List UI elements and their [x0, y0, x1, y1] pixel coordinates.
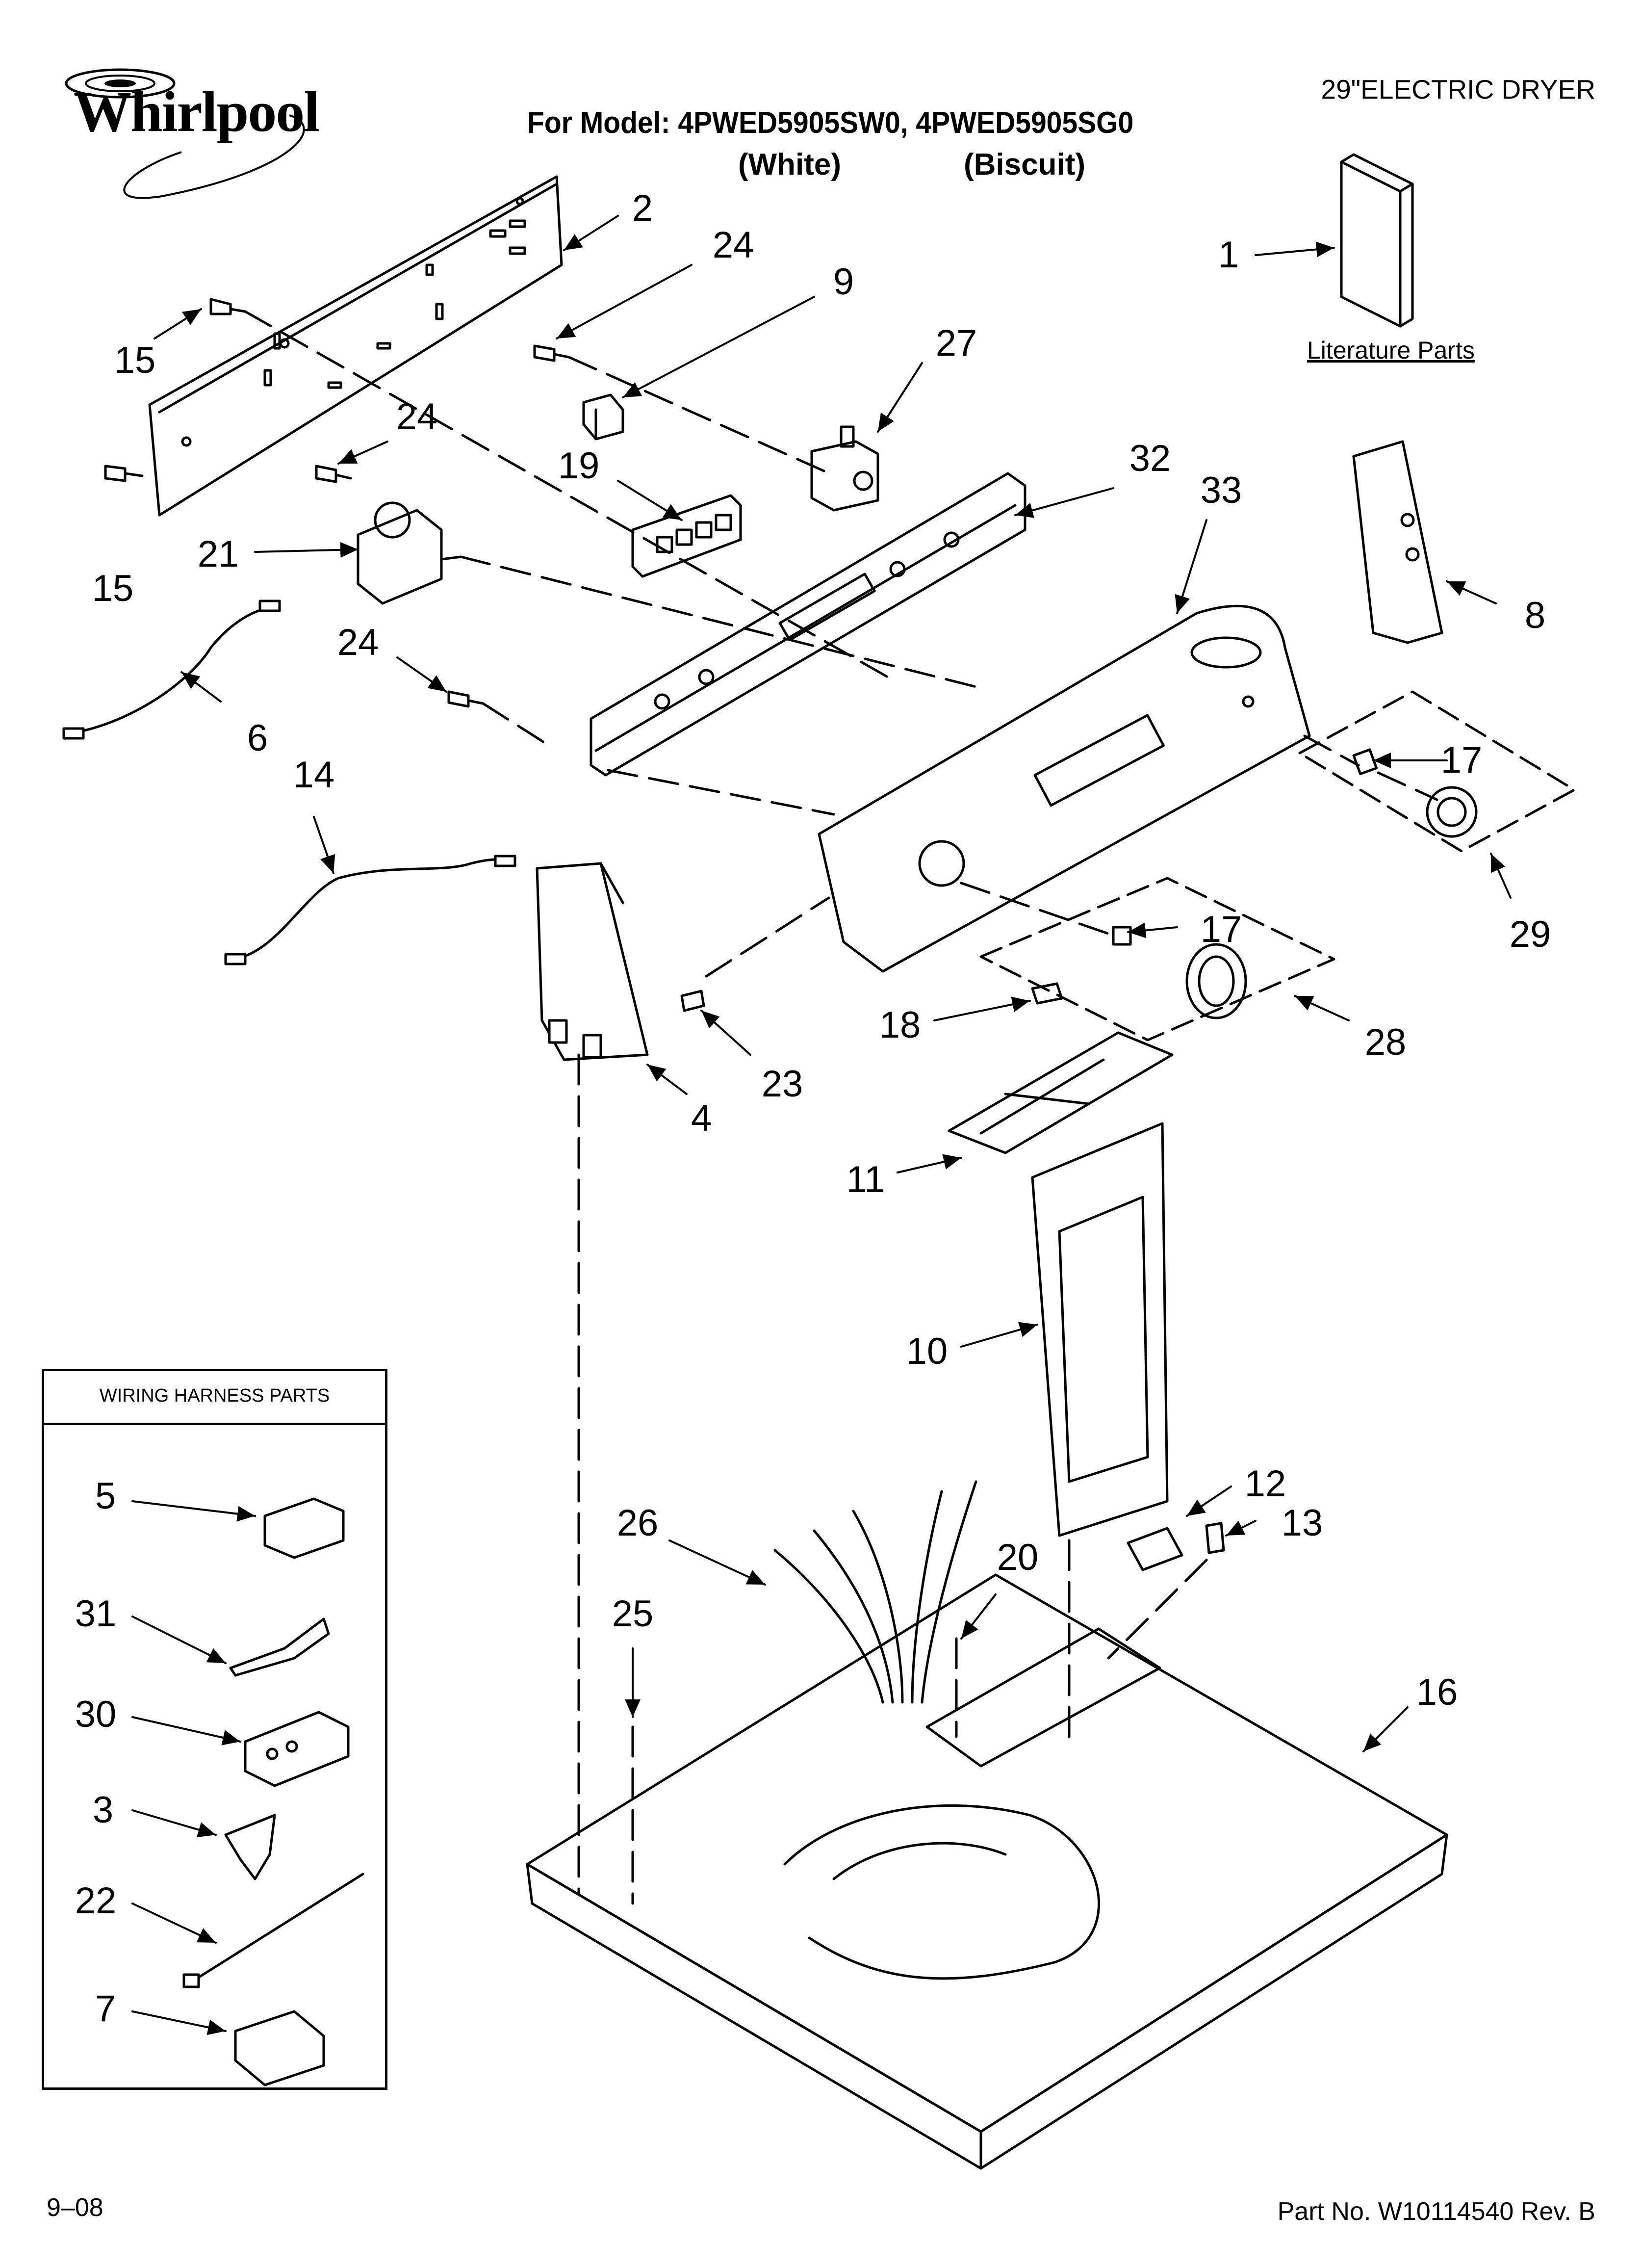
- callout-16: 16: [1416, 1671, 1458, 1713]
- harness-part-31: [229, 1617, 330, 1677]
- main-harness-26: [773, 1480, 1100, 1980]
- lint-duct-10: [1031, 1122, 1169, 1537]
- callout-leaders: [131, 215, 1512, 2035]
- callout-3: 3: [92, 1789, 114, 1831]
- callout-24-a: 24: [712, 224, 754, 266]
- back-control-plate: [148, 175, 563, 517]
- callout-27: 27: [935, 322, 977, 364]
- callout-31: 31: [75, 1593, 117, 1635]
- callout-18: 18: [879, 1004, 921, 1046]
- model-line: For Model: 4PWED5905SW0, 4PWED5905SG0: [527, 106, 1134, 140]
- harness-part-30: [244, 1711, 350, 1787]
- screw-15-bottom: [104, 465, 144, 482]
- callout-5: 5: [95, 1475, 116, 1517]
- wiring-harness-box: [42, 1369, 387, 2090]
- callout-1: 1: [1218, 234, 1239, 276]
- literature-booklet: [1340, 153, 1414, 328]
- harness-part-3: [224, 1814, 276, 1880]
- callout-12: 12: [1244, 1463, 1286, 1505]
- console-frame-32: [590, 472, 1026, 777]
- base-16: [526, 1573, 1448, 2170]
- switch-block-19: [631, 494, 742, 578]
- console-panel-33: [818, 604, 1311, 973]
- callout-23: 23: [761, 1063, 803, 1105]
- knob-group-frames: [979, 690, 1576, 1042]
- callout-13: 13: [1281, 1502, 1323, 1544]
- wire-14: [224, 855, 516, 965]
- screw-15-top: [209, 298, 247, 315]
- product-title: 29"ELECTRIC DRYER: [1321, 74, 1595, 104]
- screw-18: [1031, 982, 1063, 1005]
- brand-wordmark: Whirlpool: [74, 79, 320, 144]
- callout-24-b: 24: [396, 396, 438, 438]
- callout-15-b: 15: [92, 568, 134, 609]
- screw-24-b: [315, 465, 352, 483]
- callout-22: 22: [75, 1880, 117, 1922]
- callout-30: 30: [75, 1694, 117, 1735]
- callout-28: 28: [1364, 1021, 1407, 1063]
- assembly-lines: [244, 310, 1438, 1905]
- literature-parts-label: Literature Parts: [1307, 337, 1475, 364]
- revision-date: 9–08: [47, 2193, 103, 2222]
- knob-29: [1352, 748, 1478, 838]
- wire-6: [62, 600, 281, 740]
- connector-9: [582, 393, 624, 441]
- callout-15-a: 15: [114, 339, 156, 381]
- screw-23: [680, 990, 705, 1012]
- screw-13: [1205, 1522, 1225, 1554]
- callout-6: 6: [247, 717, 268, 759]
- callout-25: 25: [612, 1593, 654, 1635]
- callout-14: 14: [293, 754, 335, 796]
- callout-29: 29: [1509, 913, 1551, 955]
- variant-biscuit: (Biscuit): [964, 148, 1085, 182]
- end-cap-4: [536, 862, 649, 1061]
- wiring-harness-title: WIRING HARNESS PARTS: [42, 1369, 387, 1425]
- callout-11: 11: [846, 1159, 885, 1200]
- screw-24-c: [447, 690, 485, 708]
- part-number: Part No. W10114540 Rev. B: [1277, 2197, 1595, 2226]
- callout-24-c: 24: [337, 622, 379, 663]
- callout-33: 33: [1200, 469, 1242, 511]
- screw-24-a: [533, 344, 570, 362]
- harness-part-7: [234, 2010, 325, 2086]
- callout-2: 2: [632, 187, 653, 229]
- callout-21: 21: [197, 533, 239, 575]
- callout-17-b: 17: [1200, 909, 1242, 950]
- variant-white: (White): [738, 148, 842, 182]
- timer-21: [357, 501, 462, 605]
- callout-26: 26: [616, 1502, 659, 1544]
- callout-4: 4: [691, 1097, 712, 1139]
- clip-12: [1127, 1527, 1183, 1571]
- harness-part-5: [263, 1497, 345, 1559]
- callout-20: 20: [997, 1537, 1039, 1578]
- callout-9: 9: [833, 261, 854, 303]
- lint-cover-11: [948, 1031, 1174, 1154]
- callout-10: 10: [906, 1330, 948, 1372]
- switch-27: [810, 425, 879, 512]
- callout-7: 7: [95, 1988, 116, 2030]
- callout-19: 19: [558, 445, 600, 487]
- whirlpool-logo: [65, 68, 305, 199]
- callout-17-a: 17: [1440, 739, 1483, 781]
- harness-part-22: [182, 1873, 364, 1988]
- callout-8: 8: [1524, 595, 1546, 636]
- callout-32: 32: [1129, 438, 1171, 479]
- end-cap-8: [1352, 440, 1443, 644]
